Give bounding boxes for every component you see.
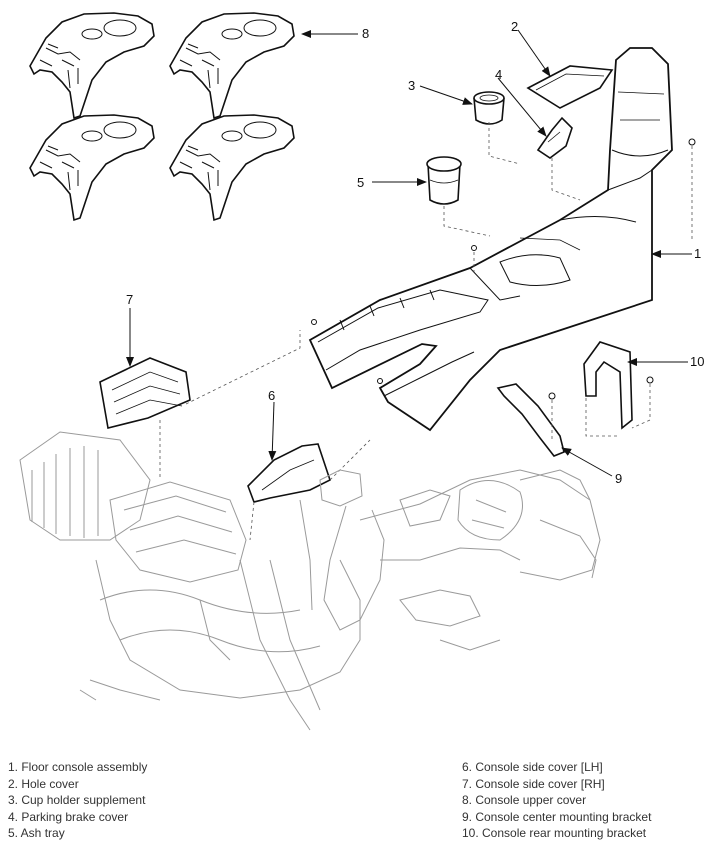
callout-7: 7 xyxy=(126,292,133,307)
callout-3: 3 xyxy=(408,78,415,93)
callout-5: 5 xyxy=(357,175,364,190)
hole-cover xyxy=(526,65,614,109)
assembly-guide-lines xyxy=(159,122,693,541)
callout-6: 6 xyxy=(268,388,275,403)
legend-item: 2. Hole cover xyxy=(8,776,79,791)
console-side-cover-lh xyxy=(247,443,331,503)
legend-item: 4. Parking brake cover xyxy=(8,809,129,824)
floor-console-assembly xyxy=(308,47,673,432)
console-upper-cover-group xyxy=(29,12,295,221)
callout-2: 2 xyxy=(511,19,518,34)
callout-1: 1 xyxy=(694,246,701,261)
console-side-cover-rh xyxy=(99,357,191,429)
parts-legend-right: 6. Console side cover [LH] 7. Console si… xyxy=(462,759,651,842)
callout-9: 9 xyxy=(615,471,622,486)
bolts xyxy=(311,138,696,400)
parking-brake-cover xyxy=(536,116,573,159)
legend-item: 6. Console side cover [LH] xyxy=(462,760,603,774)
callout-4: 4 xyxy=(495,67,502,82)
callout-10: 10 xyxy=(690,354,704,369)
legend-item: 10. Console rear mounting bracket xyxy=(462,826,647,841)
leader-lines xyxy=(126,29,692,477)
vehicle-floor-background xyxy=(19,431,601,731)
legend-item: 9. Console center mounting bracket xyxy=(462,809,652,824)
exploded-parts-diagram: 1 2 3 4 5 6 7 8 9 10 xyxy=(19,12,704,731)
console-center-mounting-bracket xyxy=(496,383,565,457)
cup-holder-supplement xyxy=(473,91,505,125)
callout-labels: 1 2 3 4 5 6 7 8 9 10 xyxy=(126,19,704,486)
ash-tray xyxy=(426,156,462,205)
legend-item: 3. Cup holder supplement xyxy=(8,793,146,808)
legend-item: 1. Floor console assembly xyxy=(8,760,148,774)
callout-8: 8 xyxy=(362,26,369,41)
legend-item: 8. Console upper cover xyxy=(462,793,587,808)
legend-item: 7. Console side cover [RH] xyxy=(462,776,605,791)
legend-item: 5. Ash tray xyxy=(8,826,65,841)
parts-legend-left: 1. Floor console assembly 2. Hole cover … xyxy=(8,759,147,842)
console-rear-mounting-bracket xyxy=(583,341,633,430)
